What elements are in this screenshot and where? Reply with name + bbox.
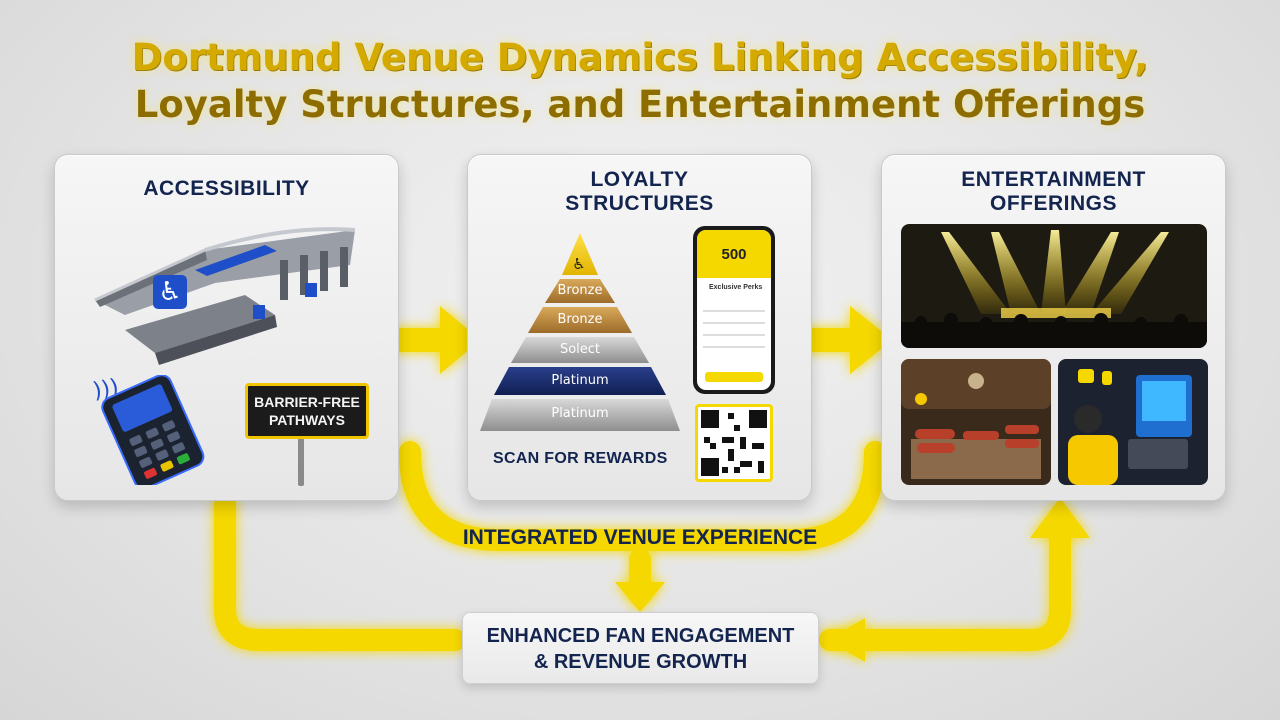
phone-redeem-button[interactable] [705,372,763,382]
accessibility-panel: ACCESSIBILITY ♿ ))) [54,154,399,501]
phone-points: 500 [721,246,747,263]
concert-stage-image [901,224,1207,348]
entertainment-title-line-2: OFFERINGS [989,192,1117,215]
sign-post [298,438,304,486]
smartphone-icon: 500 Exclusive Perks [693,226,775,394]
gaming-screen-icon [1058,359,1208,485]
entertainment-title: ENTERTAINMENT OFFERINGS [882,168,1225,216]
entertainment-panel: ENTERTAINMENT OFFERINGS [881,154,1226,501]
tier-label: Platinum [551,406,609,421]
tier-label: Solect [559,342,601,357]
title-line-1: Dortmund Venue Dynamics Linking Accessib… [131,36,1149,79]
pyramid-top [562,233,598,275]
sign-line-1: BARRIER-FREE [254,394,360,410]
title-line-2: Loyalty Structures, and Entertainment Of… [134,83,1146,126]
accessibility-to-result-line [214,494,466,651]
tier-labels: Bronze Bronze Solect Platinum Platinum [480,231,680,441]
phone-screen: 500 Exclusive Perks [697,230,771,390]
arrow-into-result [828,618,865,662]
result-line-1: ENHANCED FAN ENGAGEMENT [486,625,795,647]
loyalty-title-line-2: STRUCTURES [565,192,714,215]
result-line-2: & REVENUE GROWTH [533,651,748,673]
loyalty-title: LOYALTY STRUCTURES [468,168,811,216]
loyalty-panel: LOYALTY STRUCTURES ♿ Bronze Bronze Solec… [467,154,812,501]
arrow-loyalty-to-entertainment [800,306,892,374]
result-to-entertainment-line [819,524,1071,651]
payment-terminal-icon [101,375,205,485]
scan-for-rewards-label: SCAN FOR REWARDS [493,450,668,467]
tier-label: Platinum [551,373,609,388]
phone-perks-label: Exclusive Perks [709,284,763,291]
loyalty-pyramid [480,233,680,431]
tier-label: Bronze [557,283,603,298]
wheelchair-icon: ♿ [153,275,187,309]
accessibility-title: ACCESSIBILITY [143,177,310,200]
pyramid-tier-2 [528,307,632,333]
pyramid-wheelchair-icon: ♿ [572,255,586,273]
qr-pattern [701,410,767,476]
integrated-venue-experience-label: INTEGRATED VENUE EXPERIENCE [462,526,818,549]
entertainment-title-line-1: ENTERTAINMENT [961,168,1146,191]
stage-lights-icon [941,230,1169,314]
tier-label: Bronze [557,312,603,327]
food-stall-icon [901,359,1051,485]
qr-code-icon[interactable] [695,404,773,482]
page-title: Dortmund Venue Dynamics Linking Accessib… [0,34,1280,128]
loyalty-title-line-1: LOYALTY [590,168,689,191]
sign-line-2: PATHWAYS [269,412,345,428]
arrow-down-to-result [615,582,665,612]
arrow-up-to-entertainment [1030,498,1090,538]
pyramid-tier-1 [545,279,615,303]
phone-header: 500 [697,230,771,278]
pyramid-tier-5 [480,399,680,431]
pyramid-tier-3 [511,337,649,363]
result-box: ENHANCED FAN ENGAGEMENT & REVENUE GROWTH [462,612,819,684]
phone-list [703,300,765,358]
barrier-free-sign: BARRIER-FREE PATHWAYS [245,383,369,439]
pyramid-tier-4 [494,367,666,395]
